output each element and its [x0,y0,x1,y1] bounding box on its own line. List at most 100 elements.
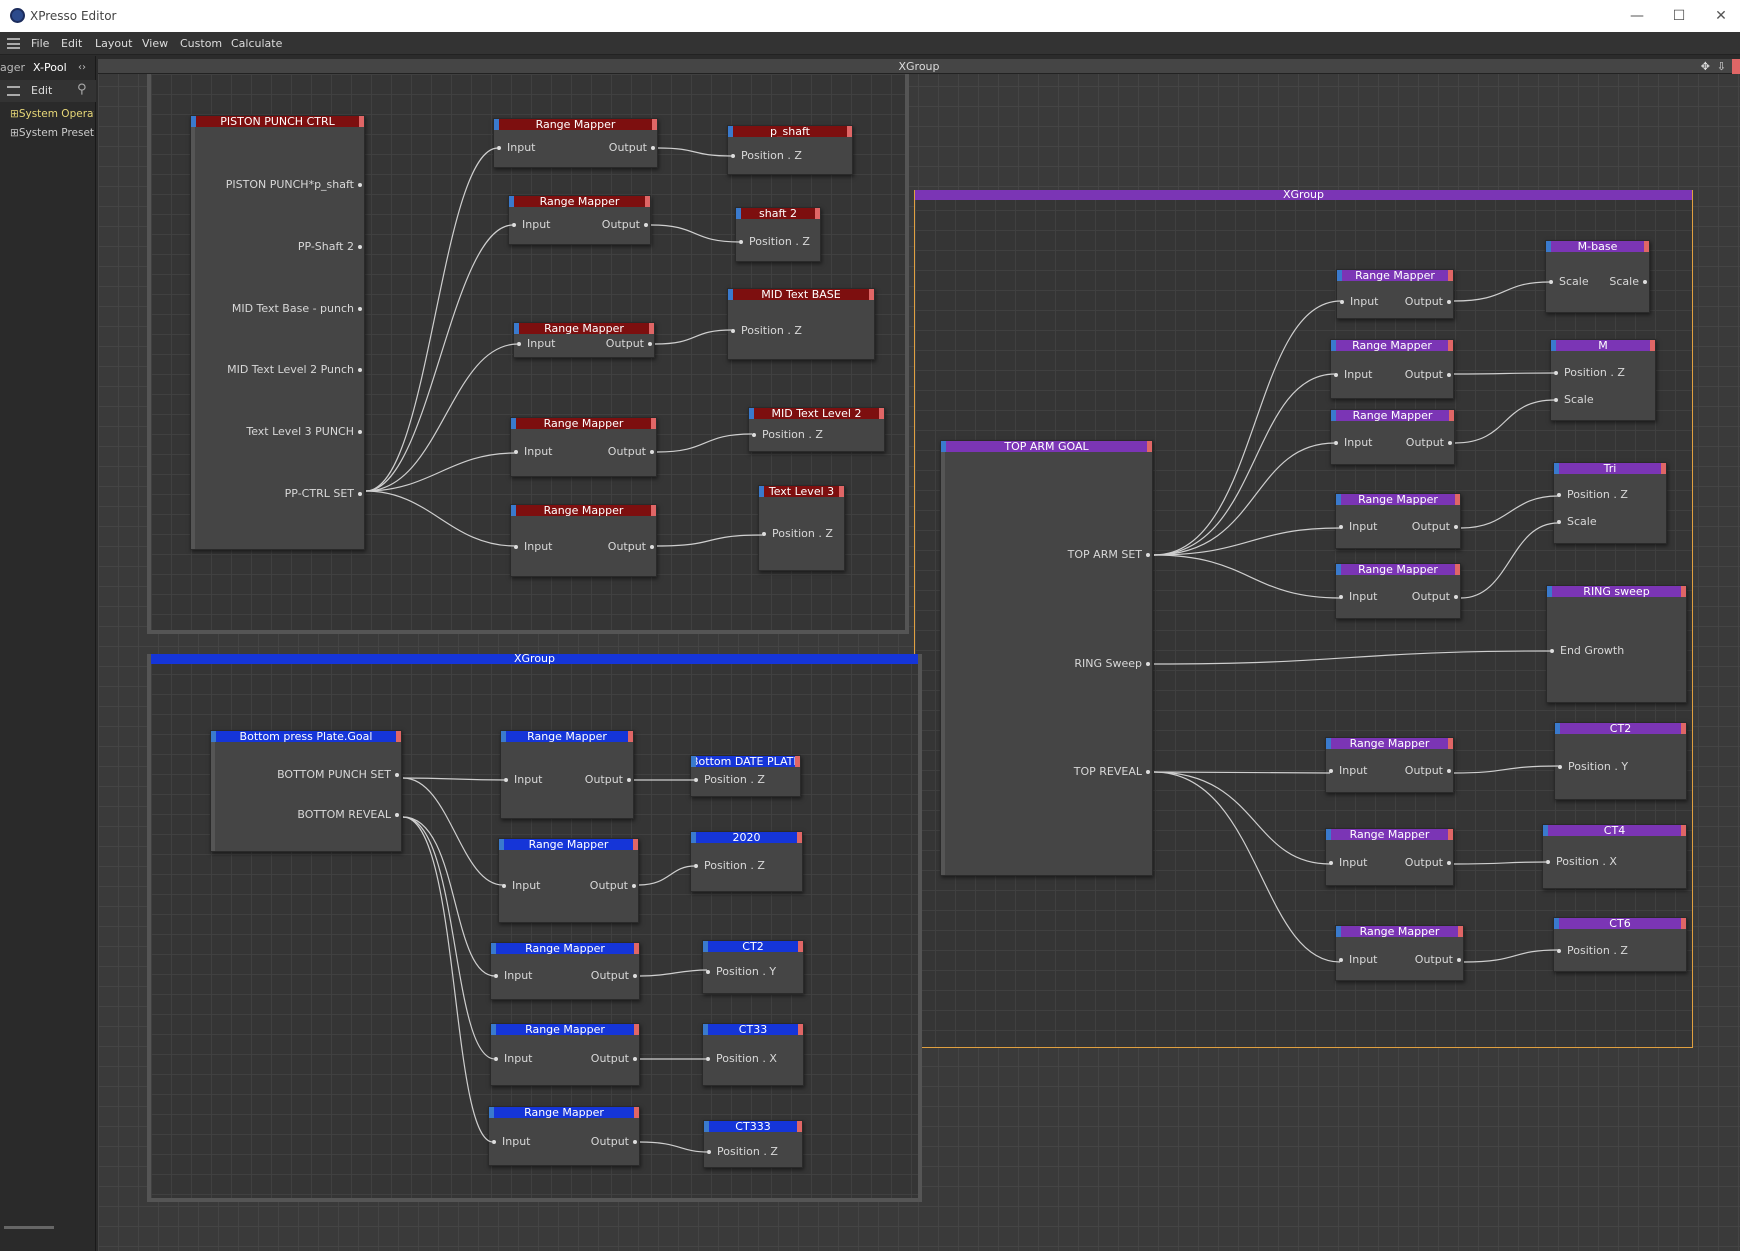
port-input[interactable]: Input [1328,856,1368,869]
port-text-level-3-punch[interactable]: Text Level 3 PUNCH [246,425,362,438]
node-ring-sweep[interactable]: RING sweep End Growth [1546,585,1687,703]
node-range-mapper[interactable]: Range Mapper Input Output [488,1106,640,1166]
move-icon[interactable]: ✥ [1700,60,1710,73]
port-input[interactable]: Input [491,1135,531,1148]
node-shaft-2[interactable]: shaft 2 Position . Z [735,207,821,262]
node-range-mapper[interactable]: Range Mapper Input Output [510,504,657,577]
port-position-z[interactable]: Position . Z [694,773,765,786]
port-position-z[interactable]: Position . Z [707,1145,778,1158]
port-input[interactable]: Input [513,445,553,458]
node-range-mapper[interactable]: Range Mapper Input Output [513,322,655,358]
node-text-level-3[interactable]: Text Level 3 Position . Z [758,485,845,571]
port-output[interactable]: Output [1405,436,1453,449]
horizontal-scrollbar[interactable] [4,1226,54,1229]
node-m-base[interactable]: M-base Scale Scale [1545,240,1650,313]
port-position-z[interactable]: Position . Z [694,859,765,872]
port-output[interactable]: Output [584,773,632,786]
port-input[interactable]: Input [516,337,556,350]
port-scale-in[interactable]: Scale [1549,275,1589,288]
port-mid-text-base-punch[interactable]: MID Text Base - punch [231,302,363,315]
port-position-z[interactable]: Position . Z [1557,944,1628,957]
node-range-mapper[interactable]: Range Mapper Input Output [508,195,651,245]
node-m[interactable]: M Position . Z Scale [1550,339,1656,421]
menu-hamburger-icon[interactable] [7,38,20,49]
port-position-z[interactable]: Position . Z [1557,488,1628,501]
xpool-menu-icon[interactable] [7,86,20,96]
node-bottom-press-plate-goal[interactable]: Bottom press Plate.Goal BOTTOM PUNCH SET… [210,730,402,852]
port-output[interactable]: Output [1404,764,1452,777]
node-range-mapper[interactable]: Range Mapper Input Output [500,730,634,819]
node-range-mapper[interactable]: Range Mapper Input Output [1335,563,1461,619]
port-input[interactable]: Input [511,218,551,231]
port-position-x[interactable]: Position . X [1546,855,1617,868]
port-pp-shaft-2[interactable]: PP-Shaft 2 [297,240,363,253]
port-scale[interactable]: Scale [1557,515,1597,528]
port-scale-out[interactable]: Scale [1609,275,1647,288]
port-output[interactable]: Output [605,337,653,350]
port-output[interactable]: Output [1411,590,1459,603]
port-position-z[interactable]: Position . Z [752,428,823,441]
port-position-y[interactable]: Position . Y [705,965,777,978]
port-input[interactable]: Input [1339,295,1379,308]
node-ct2[interactable]: CT2 Position . Y [702,940,804,994]
node-p-shaft[interactable]: p_shaft Position . Z [727,125,853,175]
port-output[interactable]: Output [601,218,649,231]
menu-file[interactable]: File [31,37,50,50]
node-ct6[interactable]: CT6 Position . Z [1553,917,1687,972]
node-2020[interactable]: 2020 Position . Z [690,831,803,892]
port-input[interactable]: Input [1338,590,1378,603]
xgroup-right-header[interactable]: XGroup [915,189,1692,200]
node-tri[interactable]: Tri Position . Z Scale [1553,462,1667,544]
node-range-mapper[interactable]: Range Mapper Input Output [498,838,639,923]
port-output[interactable]: Output [1404,368,1452,381]
root-xgroup-header[interactable]: XGroup ✥ ⇩ [98,59,1740,74]
close-button[interactable]: ✕ [1715,8,1727,24]
node-range-mapper[interactable]: Range Mapper Input Output [1335,493,1461,549]
node-range-mapper[interactable]: Range Mapper Input Output [1325,828,1454,886]
port-output[interactable]: Output [590,1052,638,1065]
port-input[interactable]: Input [1338,520,1378,533]
port-end-growth[interactable]: End Growth [1549,644,1625,657]
menu-view[interactable]: View [142,37,169,50]
port-position-z[interactable]: Position . Z [731,324,802,337]
node-range-mapper[interactable]: Range Mapper Input Output [490,1023,640,1086]
menu-custom[interactable]: Custom [180,37,223,50]
node-mid-text-base[interactable]: MID Text BASE Position . Z [727,288,875,360]
port-output[interactable]: Output [607,540,655,553]
port-position-x[interactable]: Position . X [706,1052,777,1065]
node-bottom-date-plate[interactable]: Bottom DATE PLATE Position . Z [690,755,801,797]
node-range-mapper[interactable]: Range Mapper Input Output [1330,409,1455,465]
port-output[interactable]: Output [1414,953,1462,966]
node-range-mapper[interactable]: Range Mapper Input Output [493,118,658,168]
maximize-button[interactable]: ☐ [1672,8,1686,24]
node-range-mapper[interactable]: Range Mapper Input Output [1335,925,1464,981]
port-input[interactable]: Input [513,540,553,553]
port-output[interactable]: Output [1404,295,1452,308]
port-scale[interactable]: Scale [1554,393,1594,406]
node-range-mapper[interactable]: Range Mapper Input Output [1330,339,1454,399]
port-ring-sweep[interactable]: RING Sweep [1074,657,1150,670]
port-input[interactable]: Input [1328,764,1368,777]
tree-item-system-presets[interactable]: ⊞System Presets [10,127,94,139]
node-range-mapper[interactable]: Range Mapper Input Output [1325,737,1454,793]
port-output[interactable]: Output [1411,520,1459,533]
port-input[interactable]: Input [493,969,533,982]
pin-icon[interactable]: ⇩ [1716,60,1726,73]
node-piston-punch-ctrl[interactable]: PISTON PUNCH CTRL PISTON PUNCH*p_shaft P… [190,115,365,550]
port-bottom-punch-set[interactable]: BOTTOM PUNCH SET [277,768,399,781]
port-output[interactable]: Output [607,445,655,458]
node-ct33[interactable]: CT33 Position . X [702,1023,804,1086]
port-top-arm-set[interactable]: TOP ARM SET [1067,548,1151,561]
port-position-z[interactable]: Position . Z [1554,366,1625,379]
tab-xpool[interactable]: X-Pool [33,61,67,74]
port-output[interactable]: Output [589,879,637,892]
node-ct2[interactable]: CT2 Position . Y [1554,722,1687,800]
port-input[interactable]: Input [1333,436,1373,449]
node-range-mapper[interactable]: Range Mapper Input Output [490,942,640,1000]
port-input[interactable]: Input [501,879,541,892]
minimize-button[interactable]: — [1630,8,1644,24]
collapse-icon[interactable]: ‹› [78,62,86,73]
menu-calculate[interactable]: Calculate [231,37,283,50]
port-output[interactable]: Output [590,969,638,982]
port-position-z[interactable]: Position . Z [739,235,810,248]
